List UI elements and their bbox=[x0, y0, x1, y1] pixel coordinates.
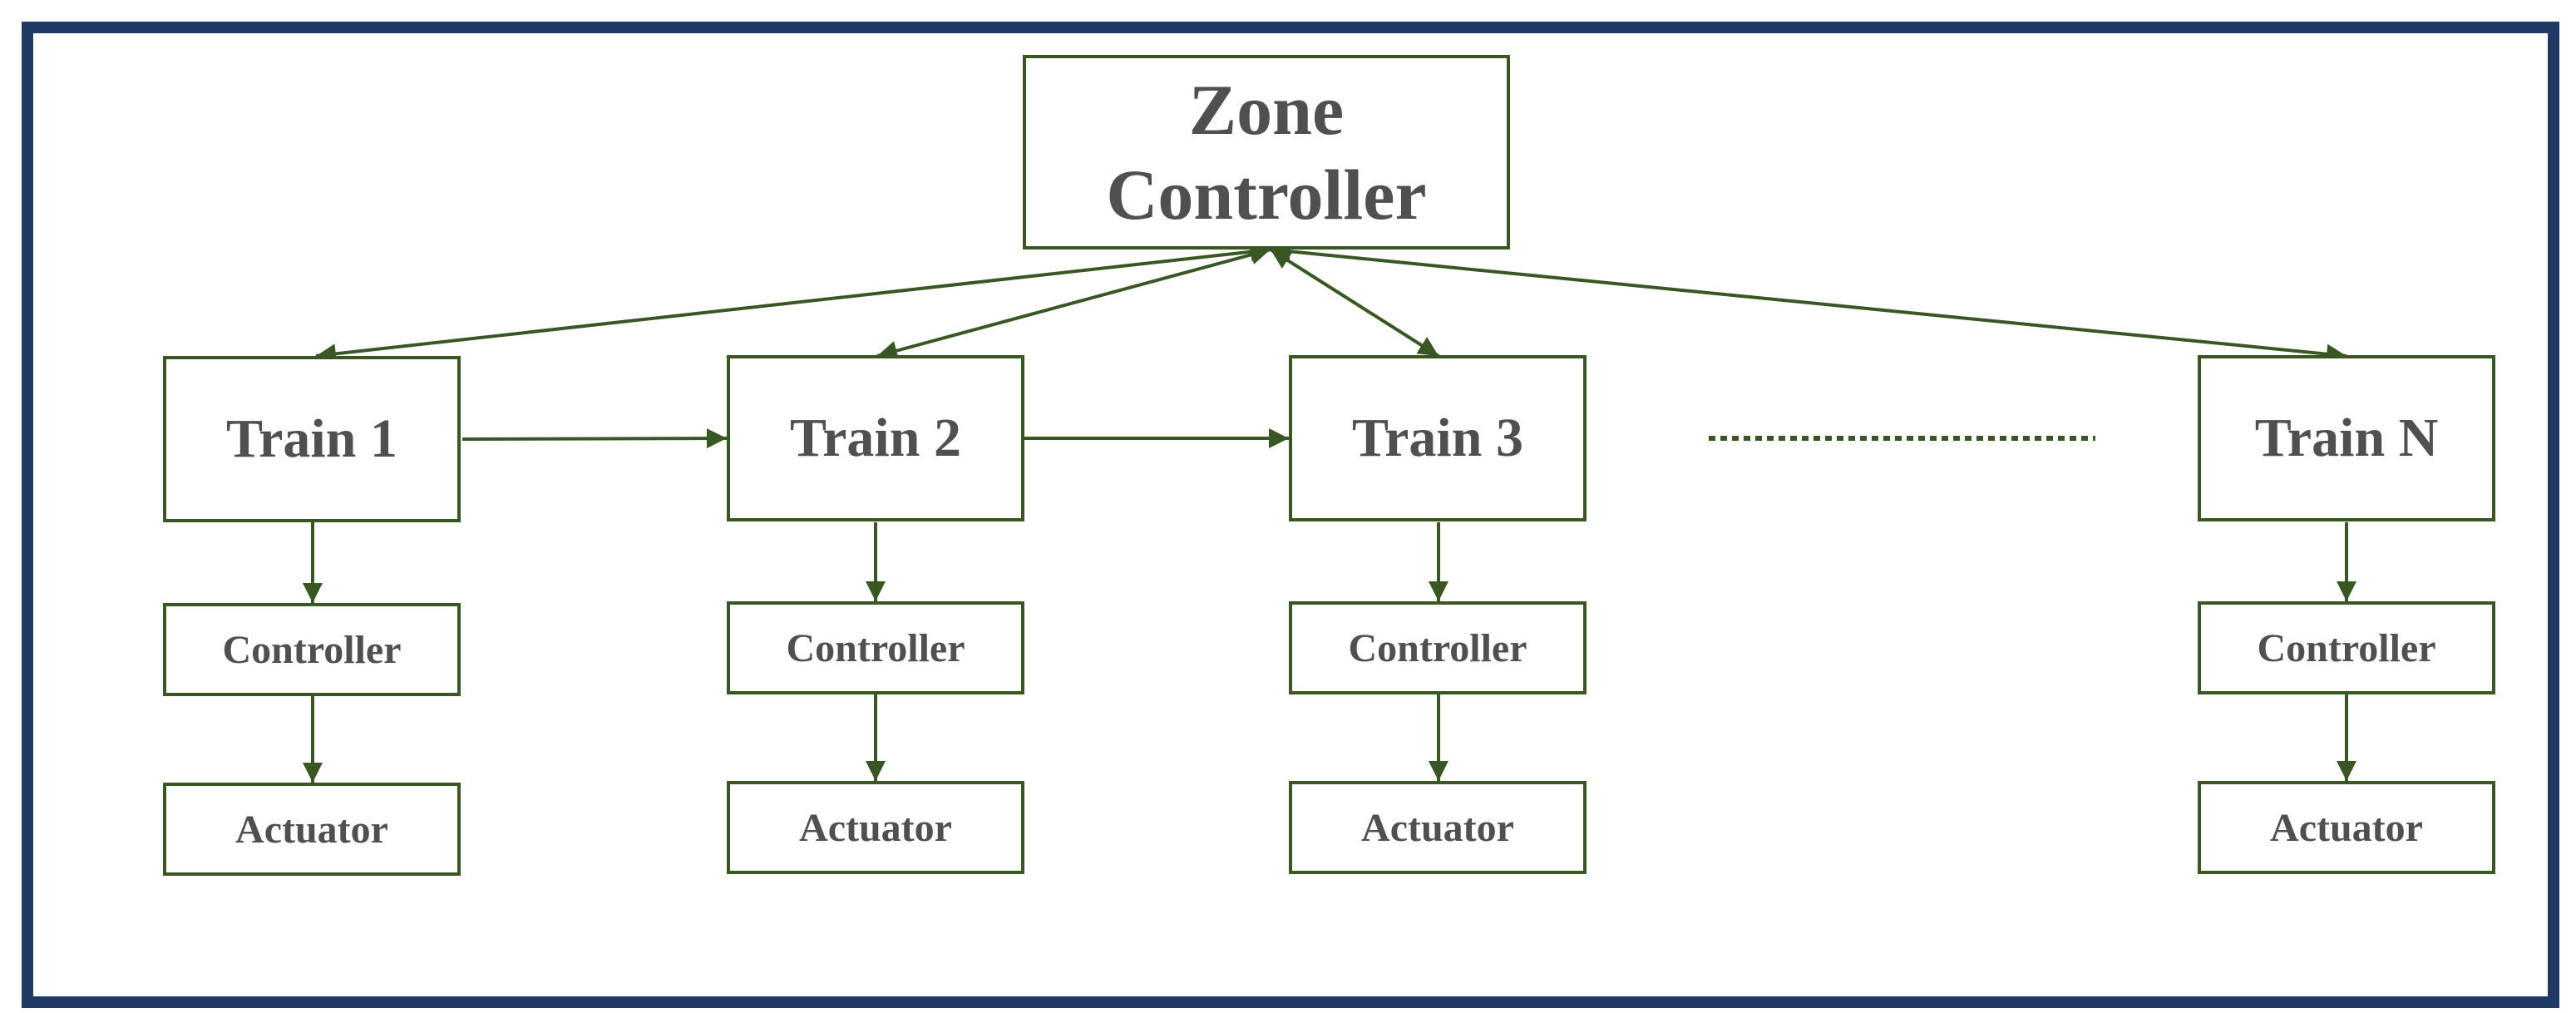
train-3-label: Train 3 bbox=[1352, 408, 1523, 468]
zone-controller-label-line-2: Controller bbox=[1106, 155, 1427, 235]
train-1-box: Train 1 bbox=[163, 356, 461, 522]
link-train-1-to-2 bbox=[461, 428, 728, 449]
train-1-label: Train 1 bbox=[226, 408, 397, 469]
train-1-controller-label: Controller bbox=[222, 627, 402, 672]
zone-controller-label-line-1: Zone bbox=[1188, 70, 1345, 150]
train-2-actuator-box: Actuator bbox=[727, 781, 1024, 874]
train-2-actuator-label: Actuator bbox=[799, 805, 952, 850]
train-1-actuator-label: Actuator bbox=[235, 807, 388, 852]
train-2-controller-label: Controller bbox=[786, 625, 965, 670]
train-n-controller-label: Controller bbox=[2257, 625, 2436, 670]
train-n-controller-box: Controller bbox=[2198, 601, 2495, 694]
train-2-label: Train 2 bbox=[790, 408, 961, 468]
train-3-actuator-label: Actuator bbox=[1361, 805, 1514, 850]
zone-controller-box: Zone Controller bbox=[1023, 55, 1510, 250]
train-n-label: Train N bbox=[2254, 408, 2439, 468]
link-zone-train-1 bbox=[315, 241, 1271, 364]
train-n-box: Train N bbox=[2198, 355, 2495, 521]
train-3-box: Train 3 bbox=[1289, 355, 1587, 521]
train-n-actuator-box: Actuator bbox=[2198, 781, 2495, 874]
link-zone-train-2 bbox=[876, 245, 1271, 361]
train-n-actuator-label: Actuator bbox=[2270, 805, 2423, 850]
train-2-controller-box: Controller bbox=[727, 601, 1024, 694]
train-3-controller-label: Controller bbox=[1348, 625, 1527, 670]
train-1-controller-box: Controller bbox=[163, 603, 461, 696]
train-1-actuator-box: Actuator bbox=[163, 783, 461, 876]
link-zone-train-3 bbox=[1269, 248, 1440, 358]
train-2-box: Train 2 bbox=[727, 355, 1024, 521]
train-3-controller-box: Controller bbox=[1289, 601, 1587, 694]
link-zone-train-n bbox=[1270, 241, 2347, 364]
train-3-actuator-box: Actuator bbox=[1289, 781, 1587, 874]
zone-controller-label: Zone Controller bbox=[1106, 67, 1426, 237]
